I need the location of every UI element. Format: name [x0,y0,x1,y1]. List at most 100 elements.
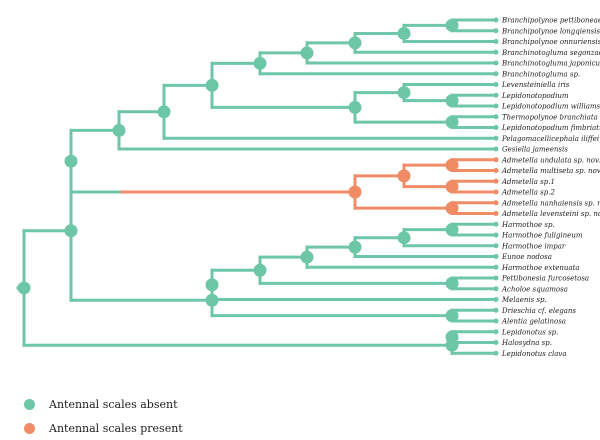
node-a5 [349,186,362,199]
tip-marker [494,243,499,248]
tip-label: Admetella multiseta sp. nov. [501,167,600,175]
tip-marker [494,340,499,345]
tip-label: Branchinotogluma segonzaci [501,49,600,57]
tip-label: Levensteiniella iris [501,81,570,89]
tip-label: Harmothoe impar [501,242,566,250]
node-n10 [206,79,219,92]
node-root [18,281,31,294]
tip-marker [494,308,499,313]
node-h9 [206,294,219,307]
tip-label: Lepidonotopodium fimbriatum [501,124,600,132]
node-a1 [446,159,459,172]
legend-label-absent: Antennal scales absent [49,398,178,411]
tip-label: Admetella levensteini sp. nov. [501,210,600,218]
tip-label: Acholoe squamosa [501,285,568,293]
node-n3 [349,36,362,49]
node-n4 [301,46,314,59]
legend-swatch-absent [24,399,35,410]
tip-marker [494,179,499,184]
tip-marker [494,136,499,141]
tip-label: Halosydna sp. [501,339,552,347]
phylogenetic-tree: Branchipolynoe pettiboneaeBranchipolynoe… [0,0,600,380]
tip-marker [494,265,499,270]
tip-marker [494,82,499,87]
node-n7 [398,86,411,99]
tip-marker [494,351,499,356]
node-n5 [254,57,267,70]
node-n6 [446,94,459,107]
tip-label: Pettibonesia furcosetosa [501,275,589,283]
node-h4 [301,251,314,264]
tip-marker [494,61,499,66]
node-n14 [65,224,78,237]
tip-marker [494,233,499,238]
node-h3 [349,241,362,254]
tip-label: Lepidonotopodium [501,92,569,100]
tip-label: Admetella sp.1 [501,178,555,186]
tree-branches [18,20,493,353]
tip-marker [494,50,499,55]
tip-marker [494,286,499,291]
tip-marker [494,254,499,259]
tip-marker [494,211,499,216]
node-n12 [113,124,126,137]
node-n13 [65,155,78,168]
tip-marker [494,329,499,334]
node-h1 [446,223,459,236]
tip-marker [494,28,499,33]
tip-labels: Branchipolynoe pettiboneaeBranchipolynoe… [494,17,600,358]
node-n1 [446,19,459,32]
tip-label: Lepidonotus clava [501,350,567,358]
tip-label: Branchipolynoe onnuriensis [501,38,600,46]
node-n8 [446,116,459,129]
node-a3 [398,169,411,182]
tip-label: Thermopolynoe branchiata [502,113,598,121]
tip-marker [494,200,499,205]
node-n2 [398,27,411,40]
node-n9 [349,101,362,114]
node-h8 [446,309,459,322]
tip-marker [494,168,499,173]
tip-label: Eunoe nodosa [501,253,552,261]
tip-label: Melaenis sp. [501,296,547,304]
tip-label: Admetella nanhaiensis sp. nov. [501,199,600,207]
tip-marker [494,71,499,76]
tip-marker [494,276,499,281]
tip-marker [494,190,499,195]
tip-label: Alentia gelatinosa [501,318,566,326]
tip-marker [494,18,499,23]
tip-label: Branchipolynoe pettiboneae [501,17,600,25]
node-a2 [446,180,459,193]
tip-marker [494,39,499,44]
tip-marker [494,157,499,162]
tip-marker [494,93,499,98]
tip-marker [494,319,499,324]
tip-marker [494,222,499,227]
tip-label: Drieschia cf. elegans [501,307,576,315]
node-h7 [206,278,219,291]
tip-label: Branchinotogluma japonicus [501,60,600,68]
tree-nodes [18,19,459,352]
tip-label: Lepidonotopodium williamsae [501,103,600,111]
tip-label: Pelagomacellicephala iliffei [501,135,599,143]
legend-item-present: Antennal scales present [24,416,183,440]
tip-marker [494,147,499,152]
node-a4 [446,202,459,215]
tip-label: Admetella undulata sp. nov. [501,156,600,164]
tip-label: Harmothoe extenuata [501,264,580,272]
tip-label: Admetella sp.2 [501,189,555,197]
legend-item-absent: Antennal scales absent [24,392,183,416]
legend: Antennal scales absent Antennal scales p… [24,392,183,440]
tip-marker [494,125,499,130]
tip-marker [494,297,499,302]
node-h6 [254,264,267,277]
node-l2 [446,339,459,352]
node-h5 [446,277,459,290]
node-h2 [398,231,411,244]
tip-label: Branchipolynoe longqiensis [501,27,600,35]
tip-marker [494,114,499,119]
tip-label: Harmothoe sp. [501,221,555,229]
legend-swatch-present [24,423,35,434]
node-n11 [158,105,171,118]
tip-label: Gesiella jameensis [502,146,568,154]
